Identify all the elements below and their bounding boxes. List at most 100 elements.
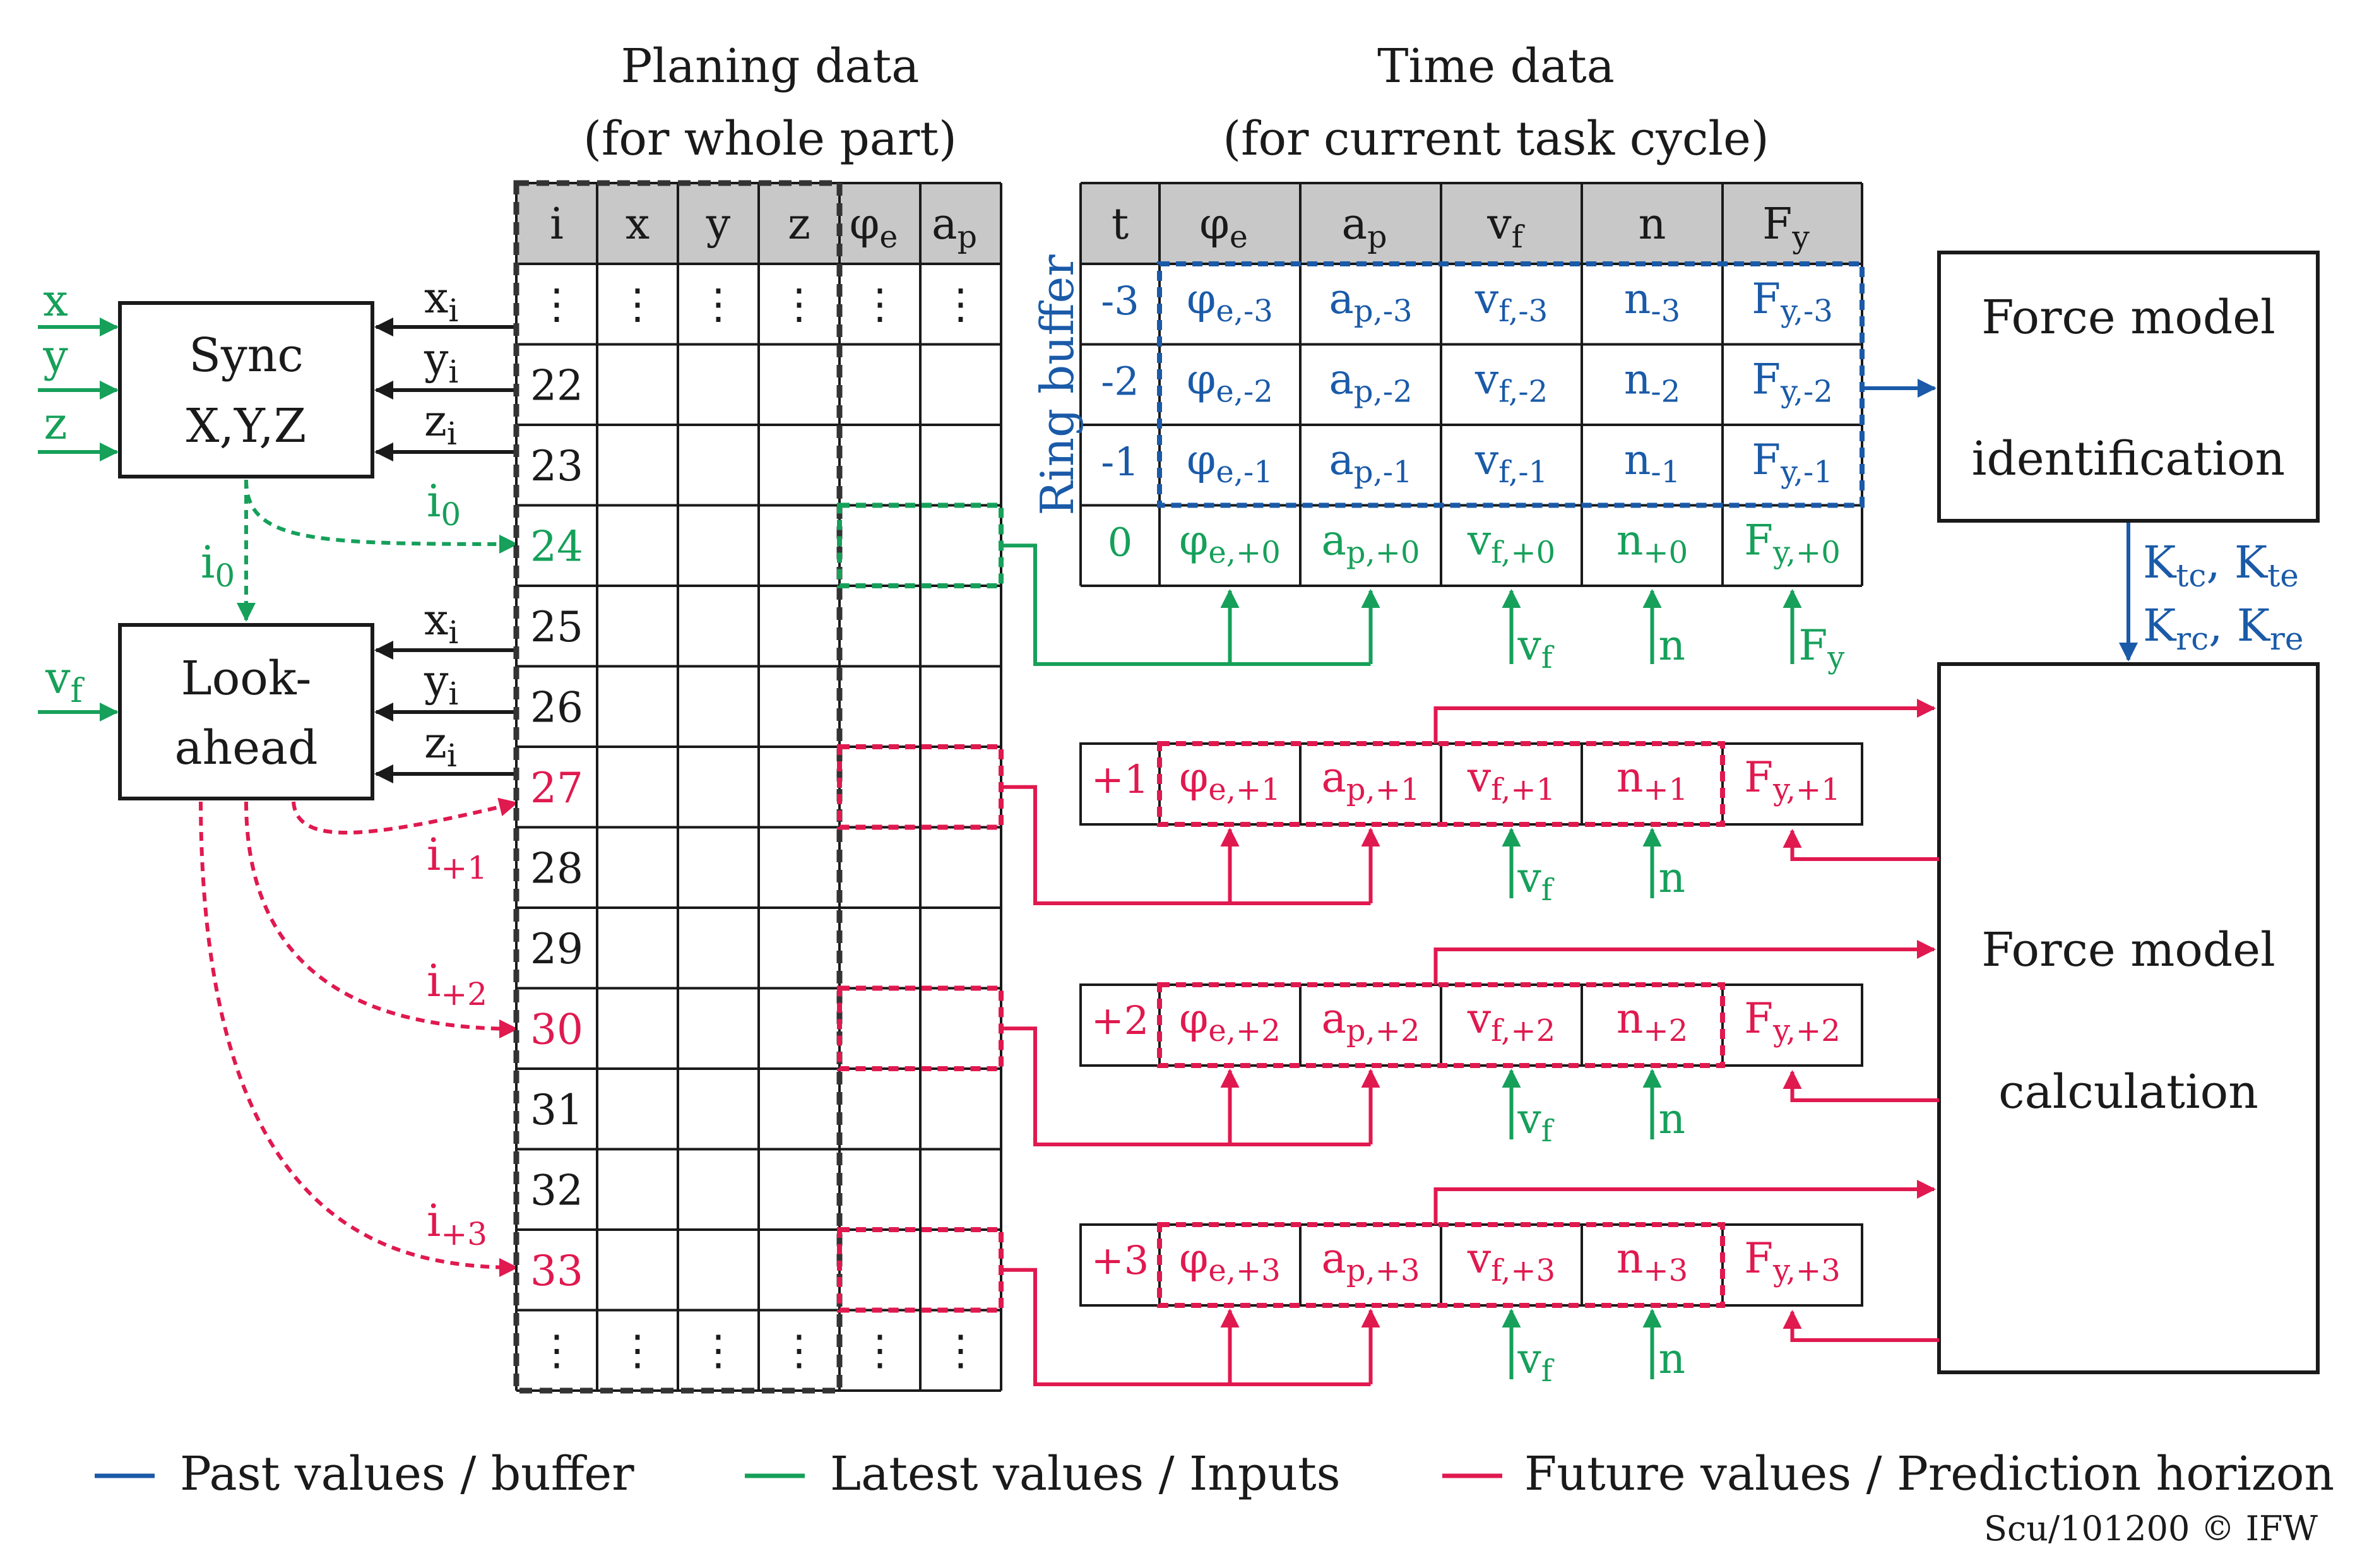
future-connector-1 <box>1001 785 1371 905</box>
coefficients-line1: Ktc, Kte <box>2143 537 2299 594</box>
time-header-1: t <box>1112 199 1129 249</box>
future-row-t: +2 <box>1091 997 1149 1043</box>
planning-ellipsis: ⋮ <box>536 280 578 328</box>
copyright-credit: Scu/101200 © IFW <box>1984 1509 2318 1548</box>
time-cell-value: vf,-3 <box>1474 275 1548 329</box>
y-input-label: y <box>42 330 68 382</box>
planning-row-index: 30 <box>530 1005 583 1054</box>
future-connector-3 <box>1001 1268 1371 1386</box>
x-input-label: x <box>43 275 68 326</box>
planning-row-index: 33 <box>530 1247 583 1295</box>
time-header-2: φe <box>1199 199 1248 255</box>
time-table-header-bg <box>1081 183 1862 264</box>
calculation-line1: Force model <box>1981 923 2275 977</box>
latest-connector <box>1001 543 1371 666</box>
time-cell-value: φe,-2 <box>1187 355 1273 409</box>
force-model-calculation-box <box>1937 662 2320 1374</box>
planning-ellipsis: ⋮ <box>778 1326 820 1374</box>
future-cell-value: Fy,+3 <box>1744 1234 1841 1288</box>
planning-ellipsis: ⋮ <box>778 280 820 328</box>
zi-label-lookahead: zi <box>424 718 457 774</box>
planning-row-index: 23 <box>530 442 583 490</box>
time-row-t: -3 <box>1101 278 1139 324</box>
time-header-5: n <box>1639 199 1666 249</box>
future-inputs-outline <box>1157 982 1725 1068</box>
planning-row-index: 26 <box>530 683 583 732</box>
time-row-t: -1 <box>1101 439 1139 485</box>
i1-arrow <box>292 797 518 835</box>
time-row-t: -2 <box>1101 358 1139 404</box>
time-cell-value: n-1 <box>1624 436 1680 490</box>
planning-header-2: x <box>626 199 650 249</box>
time-cell-value: ap,-2 <box>1329 355 1412 409</box>
time-cell-value: ap,+0 <box>1321 516 1420 570</box>
time-cell-value: n+0 <box>1616 516 1688 570</box>
planning-row-index: 32 <box>530 1166 583 1215</box>
planning-ellipsis: ⋮ <box>859 1326 901 1374</box>
time-cell-value: n-3 <box>1624 275 1680 329</box>
future-cell-value: n+2 <box>1616 994 1688 1048</box>
time-cell-value: ap,-1 <box>1329 436 1412 490</box>
planning-title: Planing data <box>621 39 920 93</box>
future-cell-value: vf,+2 <box>1467 994 1555 1048</box>
time-subtitle: (for current task cycle) <box>1223 112 1769 166</box>
xi-label-lookahead: xi <box>424 595 458 651</box>
future-cell-value: Fy,+1 <box>1744 753 1841 807</box>
future-connector-2 <box>1001 1026 1371 1146</box>
xi-label-sync: xi <box>424 273 458 329</box>
future-cell-value: φe,+2 <box>1179 994 1281 1048</box>
time-row-t: 0 <box>1108 519 1132 565</box>
future-cell-value: vf,+3 <box>1467 1234 1555 1288</box>
future-n-label: n <box>1659 853 1686 902</box>
future-to-calculation-arrow <box>1433 1180 1936 1225</box>
planning-row-index: 22 <box>530 361 583 410</box>
future-inputs-outline <box>1157 1222 1725 1308</box>
time-header-3: ap <box>1342 199 1387 255</box>
planning-header-1: i <box>550 199 564 249</box>
future-cell-value: n+3 <box>1616 1234 1688 1288</box>
time-cell-value: φe,-3 <box>1187 275 1273 329</box>
future-cell-value: ap,+2 <box>1321 994 1420 1048</box>
planning-row-index: 28 <box>530 844 583 893</box>
planning-header-5: φe <box>850 199 898 255</box>
calculation-line2: calculation <box>1998 1065 2258 1119</box>
future-cell-value: φe,+3 <box>1179 1234 1281 1288</box>
calculation-to-fy-arrow <box>1783 829 1939 861</box>
future-n-label: n <box>1659 1334 1686 1383</box>
future-cell-value: Fy,+2 <box>1744 994 1841 1048</box>
planning-subtitle: (for whole part) <box>583 112 957 166</box>
planning-ellipsis: ⋮ <box>536 1326 578 1374</box>
planning-ellipsis: ⋮ <box>940 1326 982 1374</box>
coefficients-line2: Krc, Kre <box>2143 600 2304 657</box>
time-cell-value: Fy,-2 <box>1752 355 1833 409</box>
identification-line2: identification <box>1972 432 2285 486</box>
i1-label: i+1 <box>427 829 487 886</box>
planning-header-3: y <box>706 199 731 249</box>
sync-label-line2: X,Y,Z <box>186 399 306 453</box>
time-cell-value: vf,-2 <box>1474 355 1548 409</box>
time-cell-value: n-2 <box>1624 355 1680 409</box>
planning-ellipsis: ⋮ <box>617 280 658 328</box>
sync-block <box>118 301 374 478</box>
legend-latest-label: Latest values / Inputs <box>830 1447 1341 1501</box>
future-cell-value: ap,+3 <box>1321 1234 1420 1288</box>
i0-row-arrow <box>244 479 518 554</box>
future-vf-label: vf <box>1517 853 1555 908</box>
planning-ellipsis: ⋮ <box>940 280 982 328</box>
ring-buffer-label: Ring buffer <box>1031 254 1084 516</box>
time-cell-value: φe,-1 <box>1187 436 1273 490</box>
future-to-calculation-arrow <box>1433 940 1936 985</box>
force-model-identification-box <box>1937 251 2320 523</box>
lookahead-label-line1: Look- <box>181 651 312 706</box>
legend-future-label: Future values / Prediction horizon <box>1524 1447 2334 1501</box>
lookahead-block <box>118 623 374 800</box>
future-row-t: +3 <box>1091 1237 1149 1283</box>
planning-row-index: 27 <box>530 764 583 812</box>
planning-row-index: 29 <box>530 925 583 973</box>
z-input-label: z <box>44 398 68 449</box>
legend-past-label: Past values / buffer <box>180 1447 634 1501</box>
time-title: Time data <box>1377 39 1615 93</box>
future-cell-value: vf,+1 <box>1467 753 1555 807</box>
